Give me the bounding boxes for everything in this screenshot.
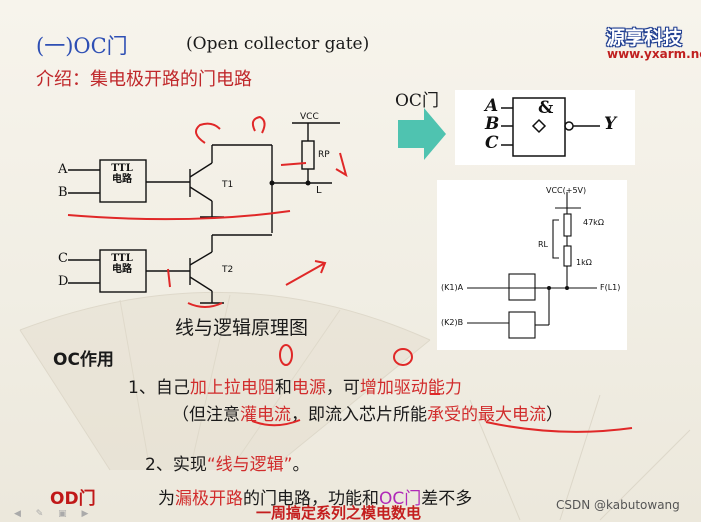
- text-annotations: [251, 344, 633, 433]
- input-b: B: [58, 185, 68, 200]
- text-span: 为: [158, 489, 175, 509]
- highlight-oc-gate: OC门: [379, 489, 422, 509]
- brand-logo: 源享科技: [606, 27, 683, 49]
- highlight-open-drain: 漏极开路: [175, 489, 243, 509]
- oc-gate-label: OC门: [395, 91, 439, 111]
- input-a: A: [58, 162, 68, 177]
- text-span: 2、实现: [145, 455, 207, 475]
- next-arrow-icon: [398, 108, 446, 160]
- oc-role-heading: OC作用: [53, 350, 114, 370]
- input-d: D: [58, 274, 69, 289]
- diagram-caption: 线与逻辑原理图: [175, 317, 309, 339]
- text-span: 。: [292, 455, 310, 475]
- schematic-rl: RL: [538, 240, 549, 249]
- toolbar-nav-icons[interactable]: ◀ ✎ ▣ ▶: [14, 509, 95, 519]
- text-span: ，即流入芯片所能: [291, 405, 427, 425]
- text-span: ）: [546, 405, 563, 425]
- highlight-max-current: 承受的最大电流: [427, 405, 546, 425]
- schematic-input-2: (K2)B: [441, 318, 464, 327]
- annotation-mark: [251, 115, 266, 134]
- od-gate-description: 为漏极开路的门电路，功能和OC门差不多: [158, 484, 472, 509]
- symbol-output-y: Y: [604, 114, 617, 134]
- oc-gate-symbol: [501, 97, 600, 157]
- highlight-pullup: 加上拉电阻: [189, 378, 275, 398]
- output-l-label: L: [316, 185, 322, 196]
- t2-label: T2: [222, 265, 234, 275]
- schematic-r-bottom: 1kΩ: [576, 258, 592, 267]
- schematic-vcc: VCC(+5V): [546, 186, 587, 195]
- oc-role-point-1: 1、自己加上拉电阻和电源，可增加驱动能力: [128, 373, 462, 398]
- oc-role-point-2: 2、实现“线与逻辑”。: [145, 450, 309, 475]
- highlight-sink-current: 灌电流: [240, 405, 291, 425]
- input-c: C: [58, 251, 68, 266]
- wired-and-circuit: [67, 115, 348, 308]
- od-gate-title: OD门: [50, 489, 96, 509]
- highlight-power: 电源: [291, 378, 326, 398]
- schematic-panel: [437, 180, 627, 350]
- text-span: 和: [274, 378, 292, 398]
- text-span: ，可: [325, 378, 360, 398]
- vcc-label: VCC: [300, 112, 319, 122]
- text-span: （但注意: [172, 405, 240, 425]
- watermark-credit: CSDN @kabutowang: [556, 498, 680, 512]
- intro-text: 介绍：集电极开路的门电路: [36, 69, 252, 90]
- symbol-and: &: [538, 98, 554, 118]
- page-title: (一)OC门: [36, 34, 128, 58]
- oc-role-point-1-note: （但注意灌电流，即流入芯片所能承受的最大电流）: [172, 400, 563, 425]
- annotation-mark: [195, 122, 221, 144]
- highlight-wired-and: “线与逻辑”: [206, 455, 293, 475]
- page-subtitle: (Open collector gate): [186, 34, 370, 54]
- text-span: 1、自己: [128, 378, 190, 398]
- symbol-input-c: C: [485, 133, 499, 153]
- rp-label: RP: [318, 150, 330, 160]
- schematic-r-top: 47kΩ: [583, 218, 604, 227]
- text-span: 的门电路，功能和: [243, 489, 379, 509]
- symbol-input-a: A: [485, 96, 499, 116]
- symbol-input-b: B: [485, 114, 500, 134]
- footer-series-title: 一周搞定系列之模电数电: [256, 504, 422, 522]
- schematic-output: F(L1): [600, 283, 621, 292]
- text-span: 差不多: [421, 489, 473, 509]
- brand-site: www.yxarm.net: [607, 47, 701, 61]
- ttl-box-top: [99, 159, 147, 203]
- schematic-input-1: (K1)A: [441, 283, 464, 292]
- t1-label: T1: [222, 180, 234, 190]
- pullup-schematic: [467, 192, 597, 339]
- oc-symbol-panel: [455, 90, 635, 165]
